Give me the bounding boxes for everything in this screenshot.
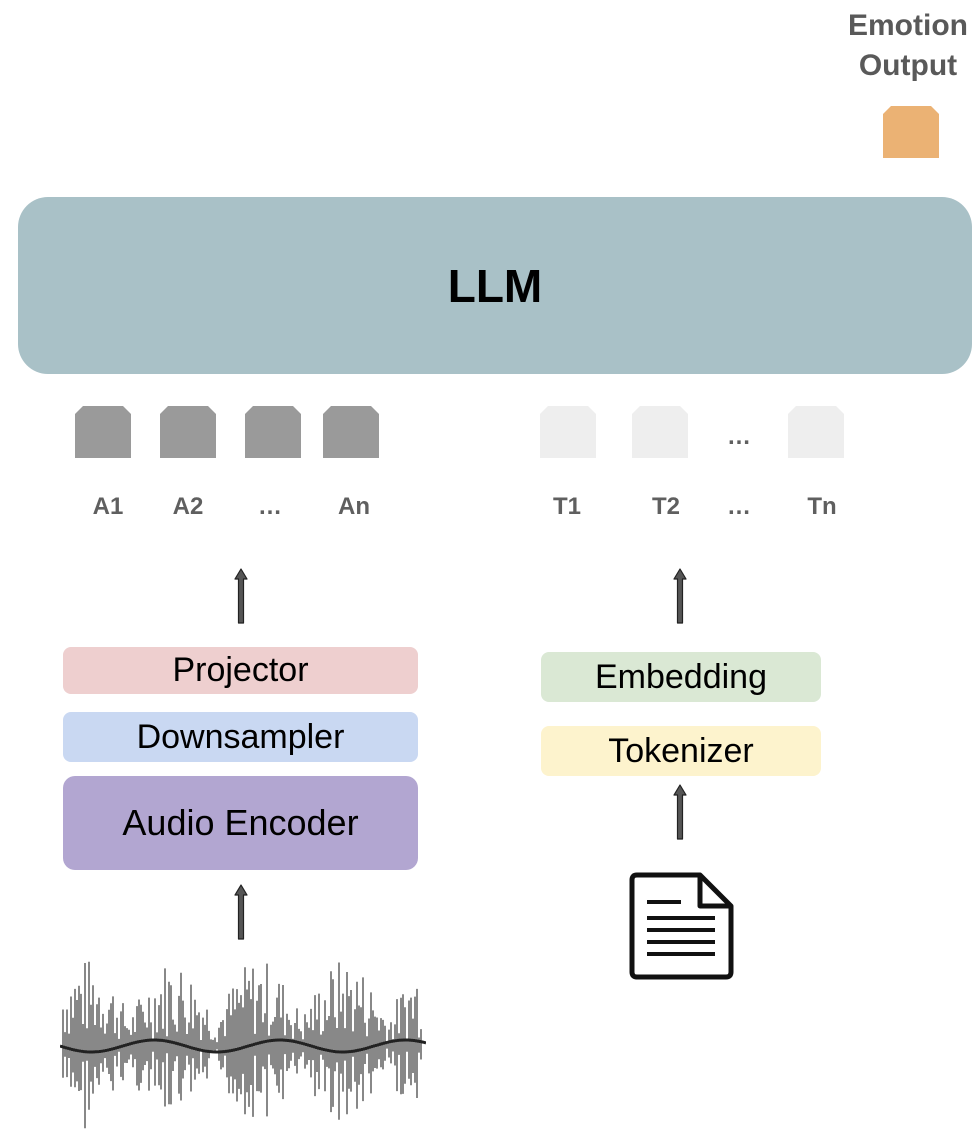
text-token-label-t2: T2 — [651, 493, 680, 520]
emotion-output-token — [883, 106, 939, 158]
embedding-block: Embedding — [541, 652, 821, 702]
text-token-tn — [788, 406, 844, 458]
text-token-label-tn: Tn — [807, 493, 837, 520]
arrow-up-icon — [232, 883, 250, 941]
text-token-label-t1: T1 — [552, 493, 581, 520]
audio-token-ellipsis — [245, 406, 301, 458]
audio-token-label-ellipsis: … — [258, 493, 282, 520]
text-token-dots: … — [727, 423, 751, 450]
emotion-output-line2: Output — [858, 49, 958, 82]
document-icon — [629, 872, 735, 980]
audio-token-an — [323, 406, 379, 458]
arrow-up-icon — [671, 567, 689, 625]
audio-token-a2 — [160, 406, 216, 458]
llm-label: LLM — [447, 259, 543, 312]
audio-token-label-a1: A1 — [92, 493, 124, 520]
downsampler-block: Downsampler — [63, 712, 418, 762]
arrow-up-icon — [232, 567, 250, 625]
text-token-t2 — [632, 406, 688, 458]
llm-block: LLM — [18, 197, 972, 374]
audio-encoder-block: Audio Encoder — [63, 776, 418, 870]
audio-token-label-a2: A2 — [172, 493, 204, 520]
emotion-output-label: Emotion Output — [838, 6, 978, 86]
tokenizer-block: Tokenizer — [541, 726, 821, 776]
text-token-t1 — [540, 406, 596, 458]
audio-token-a1 — [75, 406, 131, 458]
projector-block: Projector — [63, 647, 418, 694]
text-token-label-ellipsis: … — [727, 493, 751, 520]
audio-token-label-an: An — [338, 493, 370, 520]
emotion-output-line1: Emotion — [848, 9, 968, 42]
arrow-up-icon — [671, 783, 689, 841]
waveform-icon — [59, 950, 427, 1134]
